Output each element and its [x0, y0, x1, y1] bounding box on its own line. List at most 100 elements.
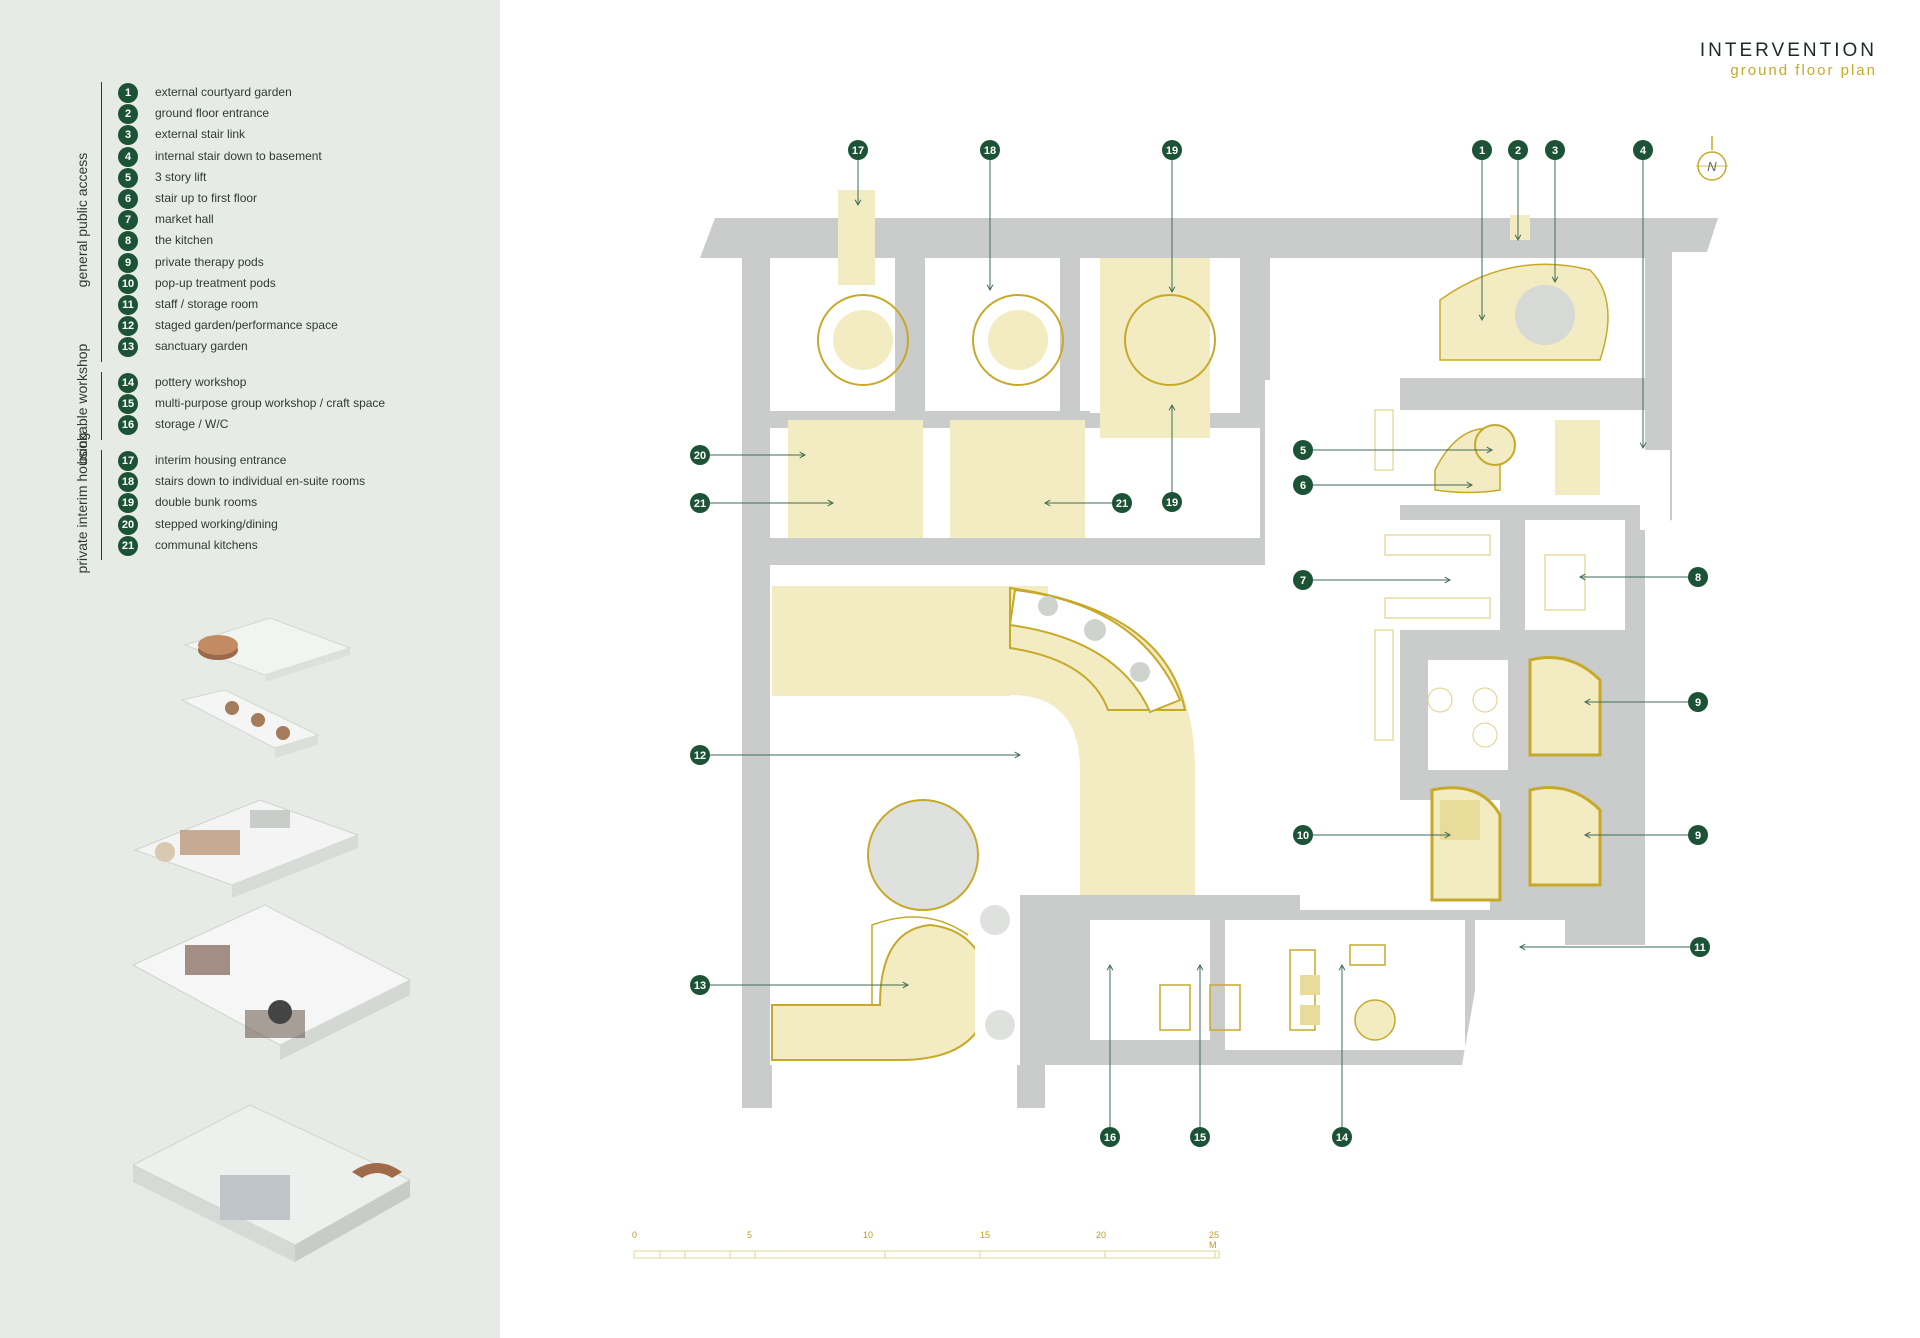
plan-marker-badge [690, 445, 710, 465]
plan-marker-label: 17 [852, 145, 864, 157]
legend-item-label: staged garden/performance space [155, 318, 338, 333]
plan-marker: 11 [1690, 937, 1710, 957]
title-block: INTERVENTION ground floor plan [1700, 40, 1877, 79]
plan-marker: 9 [1688, 692, 1708, 712]
plan-marker: 2 [1508, 140, 1528, 160]
sanctuary-garden [771, 799, 1017, 1061]
scale-tick: 10 [863, 1230, 874, 1240]
legend-number-badge: 21 [118, 535, 138, 556]
legend-number-badge: 2 [118, 104, 138, 125]
plan-marker: 10 [1293, 825, 1313, 845]
leader-arrow-icon [1168, 403, 1176, 411]
legend-number-badge: 20 [118, 514, 138, 535]
market-tables [1374, 409, 1586, 741]
leader-arrow-icon [1444, 576, 1452, 584]
legend-group-divider [101, 450, 102, 560]
axon-layer-attic [180, 689, 320, 758]
legend-item-label: the kitchen [155, 233, 214, 248]
leader-arrow-icon [1106, 963, 1114, 971]
legend-number-badge: 15 [118, 394, 138, 415]
plan-marker: 21 [690, 493, 710, 513]
plan-marker-label: 21 [1116, 498, 1128, 510]
plan-marker-badge [1293, 475, 1313, 495]
leader-arrow-icon [1583, 831, 1591, 839]
exploded-axonometric [131, 617, 412, 1262]
legend-number-badge: 4 [118, 146, 138, 167]
plan-marker: 19 [1162, 492, 1182, 512]
legend-number-badge: 1 [118, 83, 138, 103]
leader-arrow-icon [986, 284, 994, 292]
legend-number-badge: 13 [118, 337, 138, 358]
plan-marker-badge [1112, 493, 1132, 513]
legend-item-label: pop-up treatment pods [155, 275, 276, 290]
legend-number-badge: 9 [118, 252, 138, 273]
legend-group-divider [101, 372, 102, 440]
plan-marker-label: 19 [1166, 497, 1178, 509]
scale-tick: 25 M [1209, 1230, 1220, 1250]
plan-marker-badge [690, 493, 710, 513]
leader-arrow-icon [1014, 751, 1022, 759]
axon-layer-ground-floor [131, 904, 412, 1060]
plan-marker-label: 10 [1297, 830, 1309, 842]
legend-item-label: stepped working/dining [155, 516, 278, 531]
plan-marker: 3 [1545, 140, 1565, 160]
legend-item-label: multi-purpose group workshop / craft spa… [155, 396, 386, 411]
plan-marker-badge [1293, 440, 1313, 460]
leader-arrow-icon [799, 451, 807, 459]
plan-marker-label: 11 [1694, 942, 1706, 954]
plan-marker-label: 8 [1695, 572, 1701, 584]
legend-item-label: interim housing entrance [155, 453, 287, 467]
leader-arrow-icon [1168, 286, 1176, 294]
leader-arrow-icon [1338, 963, 1346, 971]
plan-marker: 9 [1688, 825, 1708, 845]
plan-marker-badge [1690, 937, 1710, 957]
leader-arrow-icon [854, 199, 862, 207]
legend-number-badge: 5 [118, 167, 138, 188]
plan-marker-label: 18 [984, 145, 996, 157]
plan-marker-label: 1 [1479, 145, 1485, 157]
housing-pods [817, 294, 1216, 386]
plan-marker-badge [690, 745, 710, 765]
legend-number-badge: 14 [118, 373, 138, 393]
plan-marker-badge [690, 975, 710, 995]
leader-arrow-icon [1444, 831, 1452, 839]
plan-marker-badge [980, 140, 1000, 160]
legend-item-label: sanctuary garden [155, 339, 248, 354]
legend-item-label: ground floor entrance [155, 106, 270, 121]
legend-item-label: private therapy pods [155, 254, 264, 269]
legend-number-badge: 12 [118, 316, 138, 337]
plan-marker-label: 7 [1300, 575, 1306, 587]
legend-item-label: pottery workshop [155, 375, 247, 389]
axon-layer-first-floor [133, 799, 360, 898]
plan-marker-badge [1633, 140, 1653, 160]
legend-item-label: communal kitchens [155, 537, 258, 552]
plan-marker: 12 [690, 745, 710, 765]
therapy-pods [1427, 656, 1602, 902]
plan-marker-label: 12 [694, 750, 706, 762]
plan-marker-label: 2 [1515, 145, 1521, 157]
plan-marker-badge [1162, 492, 1182, 512]
legend-number-badge: 11 [118, 295, 138, 315]
scale-tick: 0 [632, 1230, 638, 1240]
legend-item-label: double bunk rooms [155, 495, 258, 510]
leader-arrow-icon [1196, 963, 1204, 971]
leader-arrow-icon [1478, 314, 1486, 322]
legend-number-badge: 19 [118, 493, 138, 514]
plan-marker: 19 [1162, 140, 1182, 160]
plan-marker-label: 15 [1194, 1132, 1206, 1144]
plan-marker-badge [1688, 825, 1708, 845]
scale-tick: 15 [980, 1230, 991, 1240]
plan-marker: 20 [690, 445, 710, 465]
plan-marker-badge [1162, 140, 1182, 160]
plan-marker-label: 13 [694, 980, 706, 992]
plan-marker: 15 [1190, 1127, 1210, 1147]
plan-marker-label: 3 [1552, 145, 1558, 157]
plan-marker: 7 [1293, 570, 1313, 590]
legend-number-badge: 18 [118, 472, 138, 493]
plan-marker-badge [1472, 140, 1492, 160]
legend-item-label: stairs down to individual en-suite rooms [155, 474, 366, 489]
plan-marker-badge [1688, 567, 1708, 587]
legend-number-badge: 17 [118, 451, 138, 471]
plan-marker-label: 6 [1300, 480, 1306, 492]
